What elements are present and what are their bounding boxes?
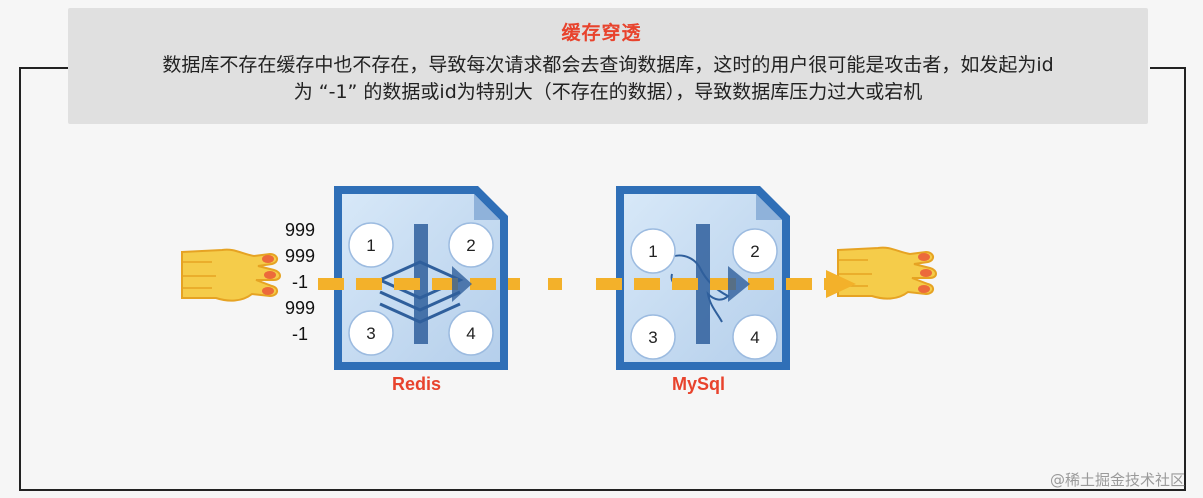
mysql-quadrant-4: 4 xyxy=(750,328,759,347)
diagram-title: 缓存穿透 xyxy=(561,22,642,44)
redis-quadrant-2: 2 xyxy=(466,236,475,255)
redis-quadrant-1: 1 xyxy=(366,236,375,255)
header-panel xyxy=(68,8,1148,124)
diagram-description: 数据库不存在缓存中也不存在，导致每次请求都会去查询数据库，这时的用户很可能是攻击… xyxy=(70,52,1146,106)
watermark-text: @稀土掘金技术社区 xyxy=(1049,471,1185,489)
description-line-2: 为 “-1” 的数据或id为特别大（不存在的数据），导致数据库压力过大或宕机 xyxy=(293,81,923,103)
mysql-quadrant-2: 2 xyxy=(750,242,759,261)
hand-pointer-left-icon xyxy=(181,248,281,302)
request-value-2: 999 xyxy=(284,246,316,266)
hand-pointer-right-icon xyxy=(837,246,937,300)
mysql-quadrant-1: 1 xyxy=(648,242,657,261)
mysql-label: MySql xyxy=(672,374,726,394)
redis-label: Redis xyxy=(392,374,442,394)
redis-database-icon: 1 2 3 4 xyxy=(334,186,508,370)
redis-quadrant-3: 3 xyxy=(366,324,375,343)
request-flow-arrow xyxy=(318,266,856,302)
mysql-database-icon: 1 2 3 4 xyxy=(616,186,790,370)
description-line-1: 数据库不存在缓存中也不存在，导致每次请求都会去查询数据库，这时的用户很可能是攻击… xyxy=(162,54,1054,76)
redis-quadrant-4: 4 xyxy=(466,324,475,343)
mysql-quadrant-3: 3 xyxy=(648,328,657,347)
request-value-5: -1 xyxy=(291,324,308,344)
request-value-1: 999 xyxy=(284,220,316,240)
request-value-3: -1 xyxy=(291,272,308,292)
request-value-4: 999 xyxy=(284,298,316,318)
